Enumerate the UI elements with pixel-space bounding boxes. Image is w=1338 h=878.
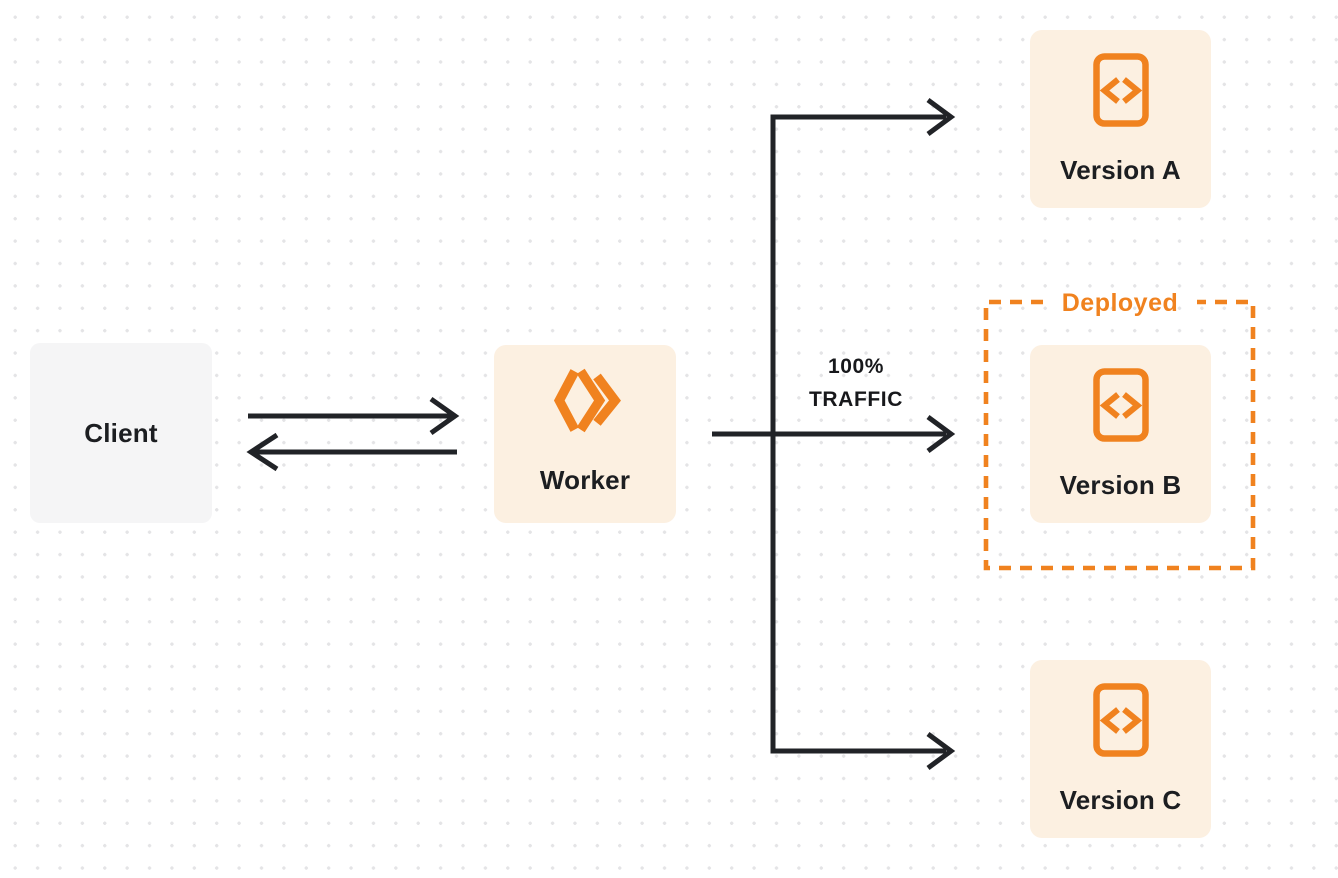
- deployed-group-border: [983, 299, 1256, 571]
- node-version-b: Version B: [1030, 345, 1211, 523]
- code-file-icon: [1092, 367, 1149, 442]
- version-a-label: Version A: [1060, 154, 1181, 185]
- traffic-percentage-label: 100% TRAFFIC: [786, 350, 926, 416]
- traffic-percent-value: 100%: [827, 355, 885, 378]
- arrow-client-to-worker: [248, 396, 460, 436]
- node-client: Client: [30, 343, 212, 523]
- worker-label: Worker: [539, 465, 631, 495]
- version-c-label: Version C: [1059, 784, 1182, 815]
- node-version-a: Version A: [1030, 30, 1211, 208]
- version-b-label: Version B: [1059, 469, 1182, 500]
- code-file-icon: [1092, 682, 1149, 757]
- workers-logo-icon: [553, 368, 621, 433]
- deployed-group-label: Deployed: [1061, 289, 1179, 317]
- code-file-icon: [1092, 52, 1149, 127]
- traffic-word: TRAFFIC: [808, 388, 903, 411]
- node-version-c: Version C: [1030, 660, 1211, 838]
- branch-to-version-a-and-c: [770, 97, 956, 771]
- node-worker: Worker: [494, 345, 676, 523]
- arrow-worker-to-version-b: [712, 414, 956, 454]
- arrow-worker-to-client: [246, 432, 457, 472]
- client-label: Client: [84, 417, 158, 448]
